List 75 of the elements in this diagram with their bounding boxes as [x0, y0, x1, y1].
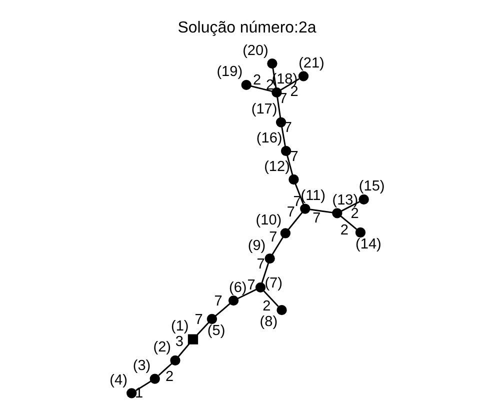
node-circle: [266, 58, 277, 69]
node-label: (15): [358, 178, 384, 195]
node-label: (17): [250, 102, 277, 118]
node-label: (19): [216, 64, 242, 80]
node-circle: [298, 71, 308, 82]
node-label: (4): [109, 372, 127, 388]
node-circle: [126, 388, 136, 398]
node-label: (13): [332, 192, 358, 208]
edge-label: 3: [174, 334, 183, 350]
node-label: (11): [300, 188, 326, 204]
edge-label: 7: [312, 210, 320, 227]
node-label: (8): [259, 314, 278, 330]
connector: [250, 85, 272, 92]
node-circle: [276, 305, 286, 316]
node-circle: [354, 227, 366, 238]
node-circle: [264, 253, 274, 264]
connector: [340, 216, 357, 230]
connector: [271, 237, 283, 255]
connector: [294, 183, 304, 205]
node-circle: [240, 80, 251, 90]
edge-label: 7: [290, 148, 298, 165]
connector: [214, 303, 230, 317]
node-circle: [280, 228, 290, 238]
node-circle: [275, 117, 286, 128]
edge-label: 7: [268, 230, 277, 246]
connector: [287, 212, 302, 230]
node-circle: [288, 174, 298, 185]
edge-label: 2: [252, 72, 261, 88]
edge-label: 7: [194, 312, 202, 328]
node-box: [187, 334, 198, 344]
node-circle: [254, 282, 266, 292]
node-circle: [170, 355, 180, 366]
edge-label: 2: [266, 78, 274, 94]
connector: [236, 288, 256, 300]
connector: [286, 155, 293, 176]
node-circle: [149, 374, 160, 384]
connector: [309, 208, 332, 214]
edge-label: 7: [286, 204, 294, 221]
edge-label: 2: [340, 222, 348, 238]
connector: [340, 201, 360, 212]
node-label: (20): [242, 42, 268, 59]
edge-label: 7: [246, 278, 255, 294]
connector: [262, 290, 278, 307]
edge-label: 2: [164, 369, 174, 386]
edge-label: 2: [262, 298, 270, 314]
node-circle: [206, 314, 217, 324]
node-label: (16): [256, 130, 282, 146]
connector: [280, 126, 286, 147]
node-label: (1): [170, 318, 188, 335]
node-label: (3): [132, 358, 150, 374]
edge-label: 2: [290, 84, 298, 100]
node-label: (9): [247, 238, 266, 254]
node-label: (5): [206, 322, 225, 339]
node-label: (6): [228, 280, 246, 296]
node-label: (12): [264, 158, 290, 175]
node-circle: [300, 204, 310, 214]
edge-label: 7: [214, 293, 222, 310]
connector: [196, 322, 209, 336]
node-circle: [332, 208, 342, 218]
node-label: (14): [355, 236, 381, 252]
node-circle: [228, 295, 238, 306]
connector: [135, 380, 151, 392]
node-label: (21): [298, 55, 324, 72]
node-label: (7): [264, 275, 282, 292]
connector: [177, 343, 190, 358]
edge-label: 2: [350, 206, 358, 222]
connector: [158, 363, 172, 376]
node-label: (10): [255, 212, 282, 228]
connector: [276, 96, 281, 118]
node-circle: [280, 146, 291, 156]
node-label: (2): [152, 340, 171, 356]
edge-label: 7: [256, 256, 264, 273]
diagram-title: Solução número:2a: [177, 20, 316, 37]
node-circle: [358, 194, 368, 205]
connector: [260, 262, 269, 284]
